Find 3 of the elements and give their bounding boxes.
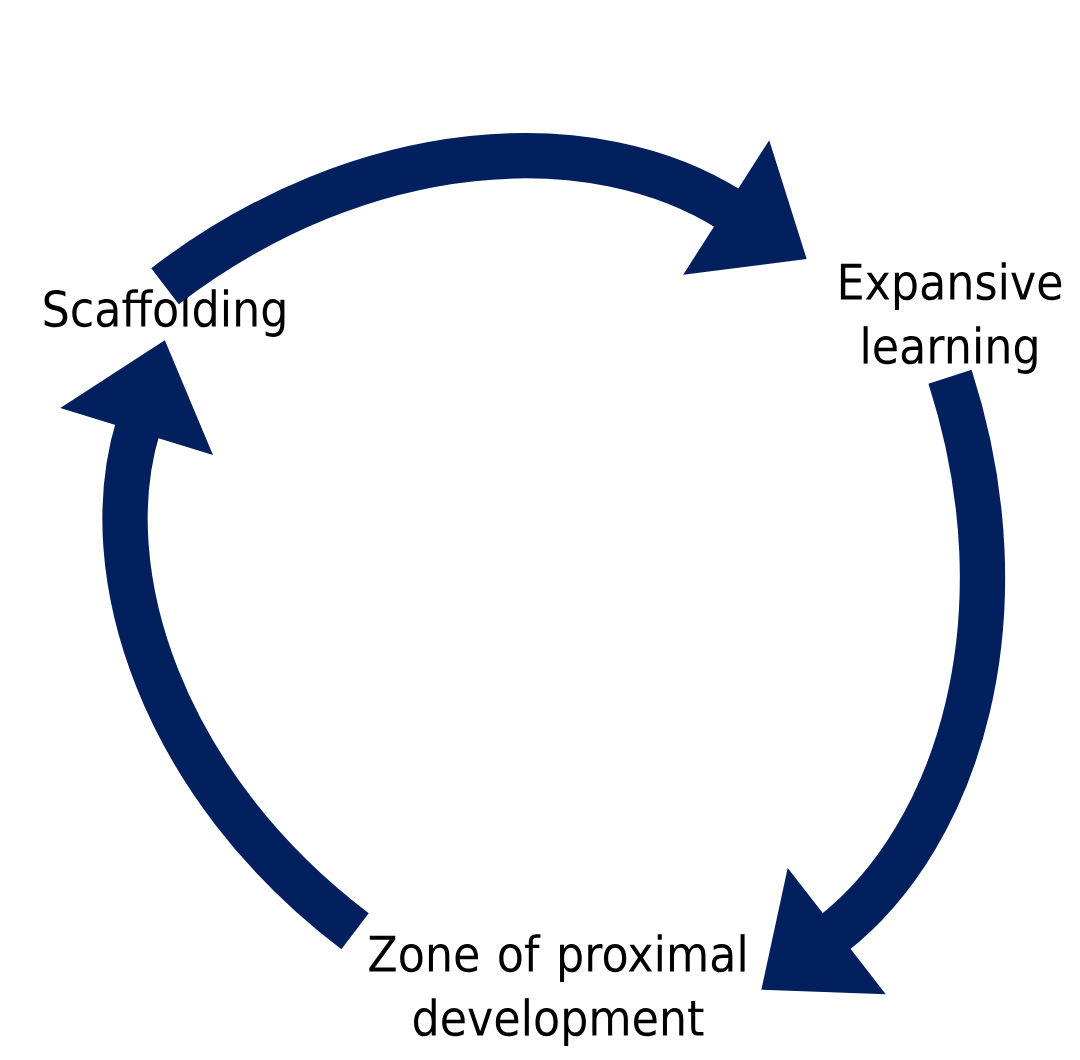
node-label: Scaffolding bbox=[44, 289, 285, 337]
node-label: Expansive learning bbox=[840, 262, 1062, 374]
node-label: Zone of proximal development bbox=[369, 934, 745, 1046]
